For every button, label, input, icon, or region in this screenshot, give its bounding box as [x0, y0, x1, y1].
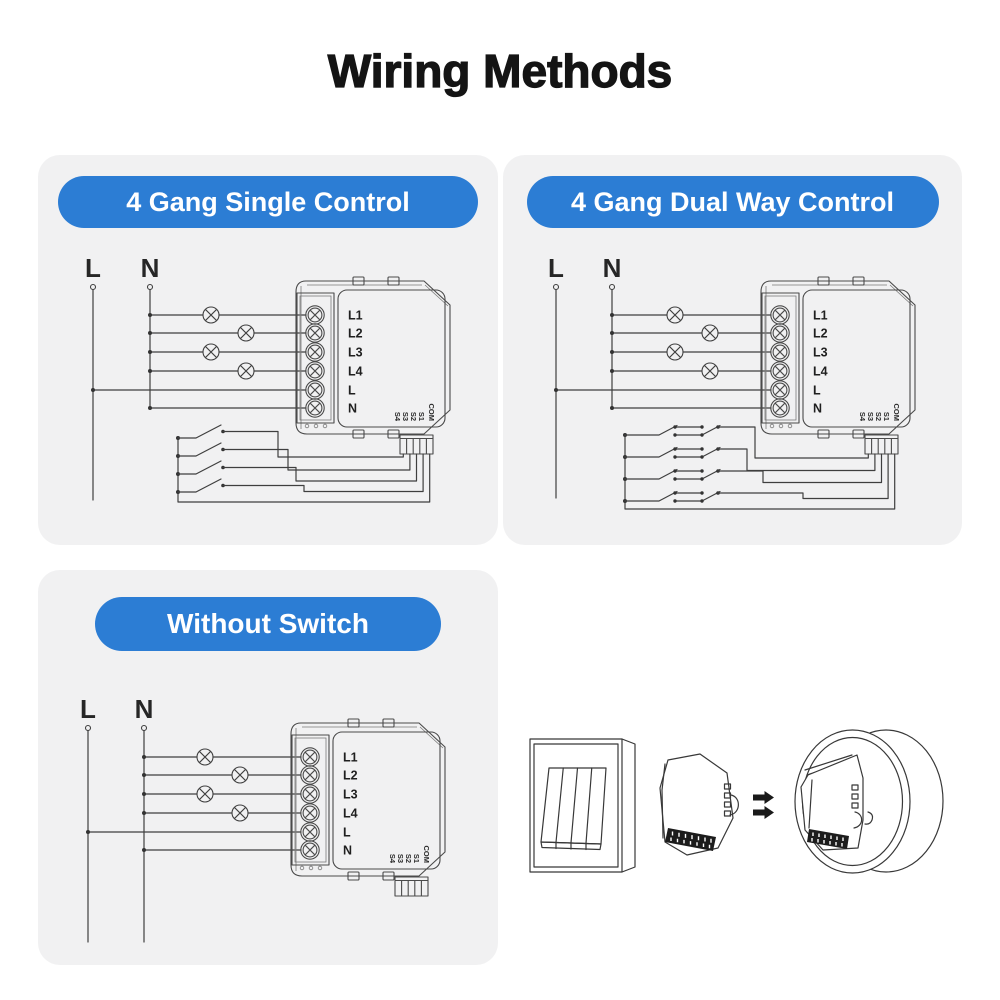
- lamp-icon: [666, 306, 684, 324]
- lamp-icon: [231, 804, 249, 822]
- connector-comb: [807, 829, 849, 849]
- load-wires: [92, 314, 307, 409]
- junction-box: [794, 729, 944, 874]
- mains-lines: [555, 288, 613, 499]
- switch-rockers: [540, 767, 607, 851]
- dual-way-switch-symbol: [622, 446, 721, 460]
- lamp-icon: [196, 748, 214, 766]
- smart-switch-module: [760, 276, 916, 455]
- lamp-icon: [701, 324, 719, 342]
- dual-way-switch-symbol: [622, 424, 721, 438]
- switch-symbol: [175, 424, 226, 441]
- lamp-icon: [666, 343, 684, 361]
- panel-without-switch: L N Without Switch: [38, 570, 498, 965]
- lamp-icon: [196, 785, 214, 803]
- switch-symbol: [175, 442, 226, 459]
- switch-wire: [222, 453, 418, 482]
- live-label: L: [548, 253, 564, 283]
- box-hook: [864, 811, 874, 825]
- lamp-icon: [237, 324, 255, 342]
- pin: [851, 802, 859, 809]
- lamp-icon: [202, 343, 220, 361]
- module-in-box: [800, 754, 874, 851]
- pin: [723, 801, 732, 808]
- neutral-label: N: [141, 253, 160, 283]
- clip-tab: [729, 794, 739, 816]
- clip-tab: [853, 811, 863, 829]
- neutral-label: N: [603, 253, 622, 283]
- switch-wire: [717, 453, 883, 484]
- panel-dual-way-control: L N 4: [503, 155, 962, 545]
- mains-lines: [87, 729, 145, 943]
- lamp-icon: [231, 766, 249, 784]
- dual-way-switch-symbol: [622, 490, 721, 504]
- pin: [723, 810, 732, 817]
- connector-comb: [665, 828, 716, 851]
- switch-wire: [717, 448, 876, 472]
- single-control-diagram: L N: [85, 253, 451, 503]
- switch-wire: [222, 448, 411, 471]
- panel-header-single-control: 4 Gang Single Control: [58, 176, 478, 228]
- lamp-icon: [202, 306, 220, 324]
- dual-way-switch-symbol: [622, 468, 721, 482]
- switch-wire: [717, 453, 889, 500]
- page-title: Wiring Methods: [327, 44, 673, 97]
- panel-header-without-switch: Without Switch: [95, 597, 441, 651]
- switch-wire: [717, 426, 869, 459]
- dual-way-switch-bank: [622, 424, 896, 510]
- lamp-icon: [701, 362, 719, 380]
- installation-illustration: [529, 729, 944, 874]
- pin: [723, 792, 732, 799]
- panel-single-control: L N 4: [38, 155, 498, 545]
- live-label: L: [85, 253, 101, 283]
- smart-switch-module: [290, 718, 446, 897]
- switch-symbol: [175, 460, 226, 477]
- lamp-icon: [237, 362, 255, 380]
- neutral-label: N: [135, 694, 154, 724]
- live-label: L: [80, 694, 96, 724]
- load-wires: [555, 314, 772, 409]
- pin: [851, 793, 859, 800]
- switch-wire: [222, 453, 424, 493]
- switch-common-wire: [177, 437, 431, 503]
- wall-switch-plate: [529, 738, 636, 873]
- load-wires: [87, 756, 302, 851]
- switch-wire: [222, 430, 404, 458]
- without-switch-diagram: L N: [80, 694, 446, 943]
- pin: [723, 783, 732, 790]
- panel-header-dual-way-control: 4 Gang Dual Way Control: [526, 176, 939, 228]
- module-3d: [659, 753, 739, 856]
- wall-switch-bank: [175, 424, 431, 503]
- pin: [851, 784, 859, 791]
- dual-way-diagram: L N: [548, 253, 916, 510]
- mains-lines: [92, 288, 151, 501]
- switch-common-wire: [624, 434, 896, 510]
- smart-switch-module: [295, 276, 451, 455]
- insert-arrows-icon: [753, 791, 774, 819]
- switch-symbol: [175, 478, 226, 495]
